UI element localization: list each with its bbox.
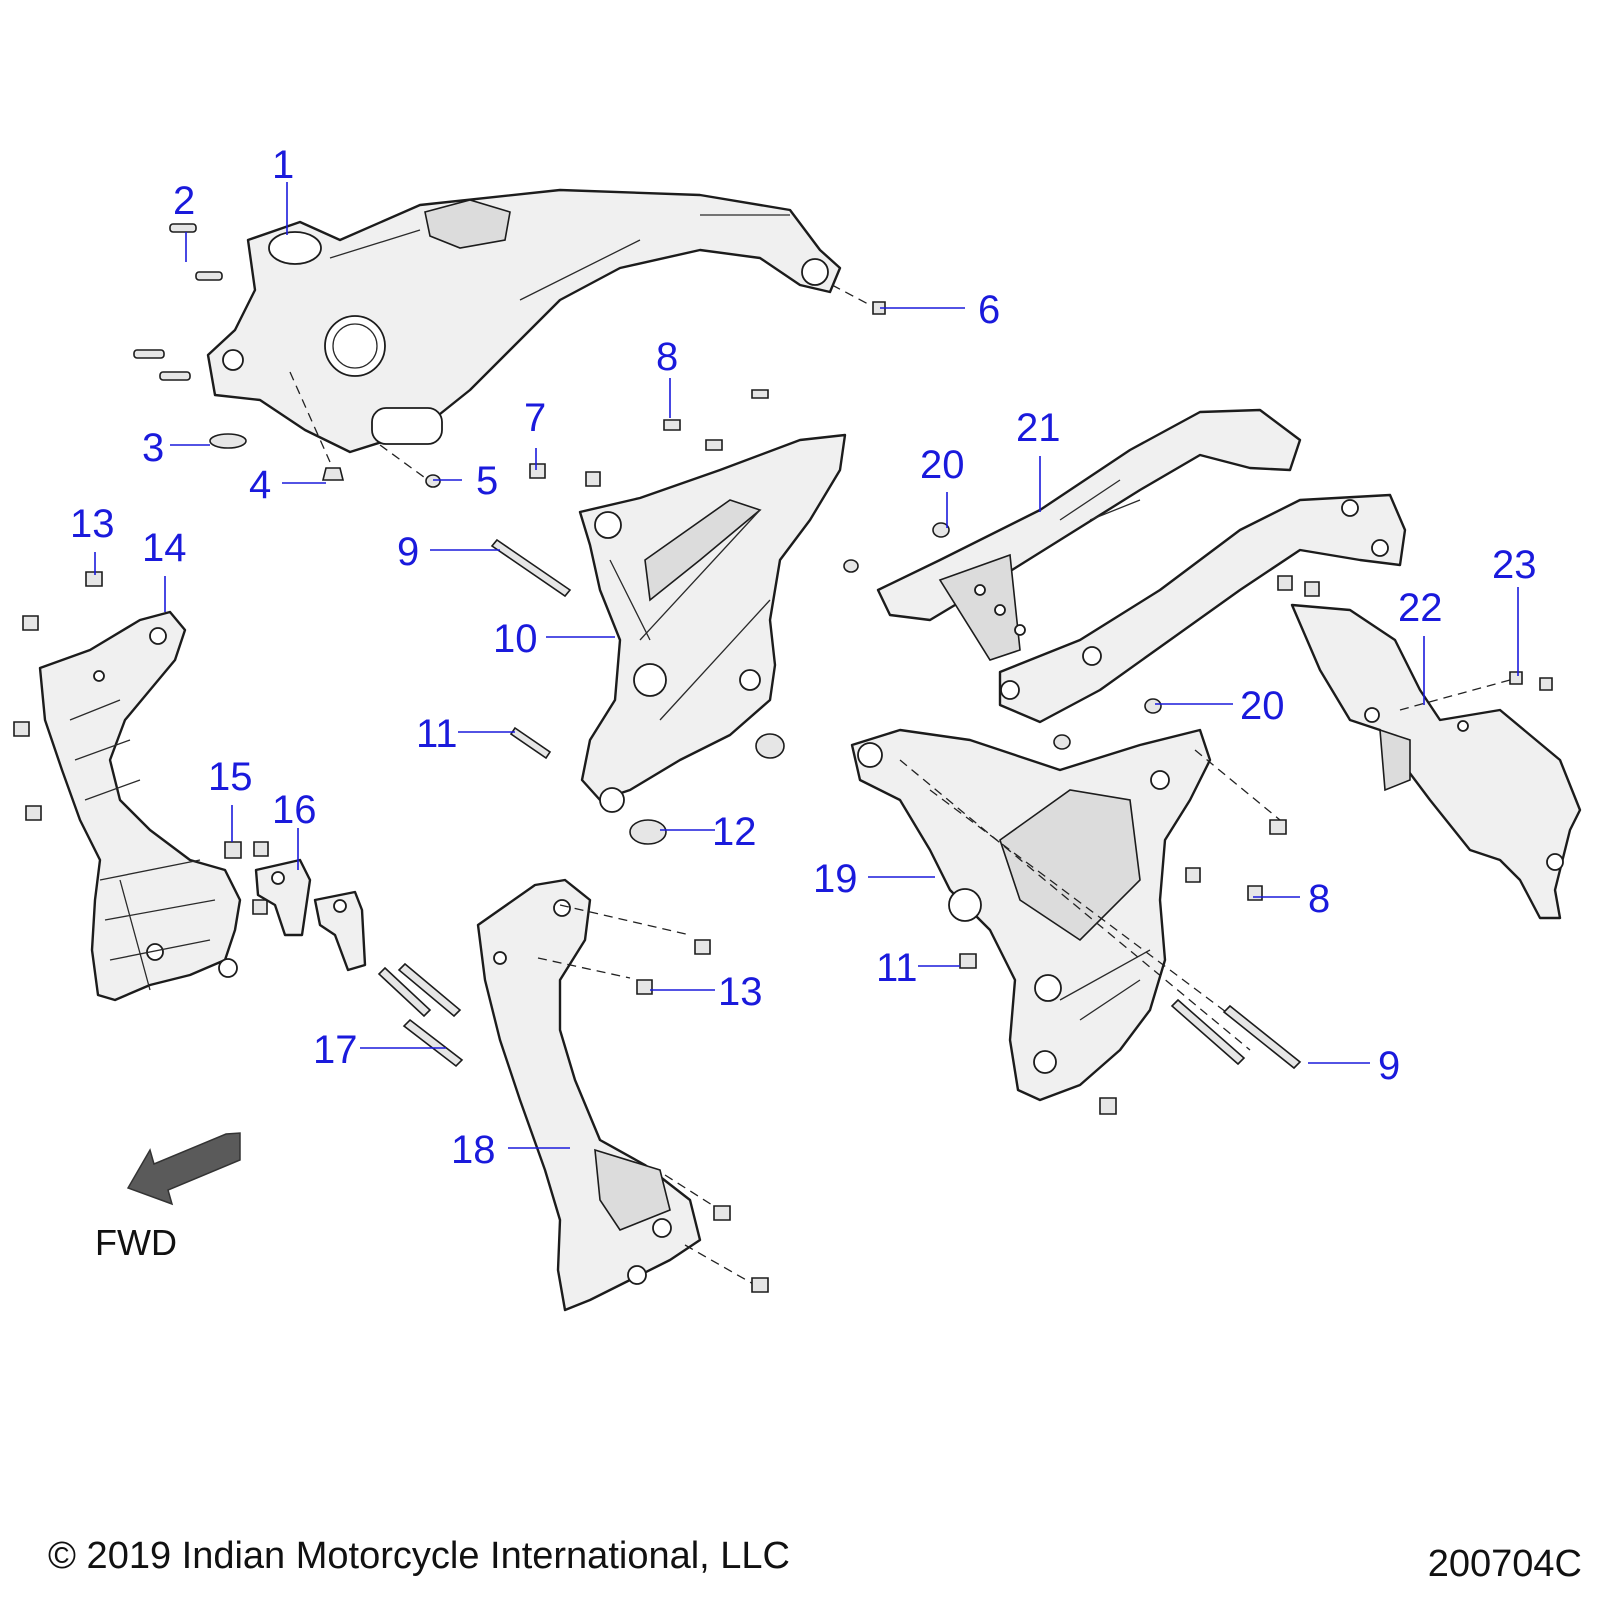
copyright-notice: © 2019 Indian Motorcycle International, …: [48, 1535, 790, 1577]
upper-right-frame-rail-part: [876, 408, 1302, 661]
center-frame-bracket-part: [578, 433, 847, 813]
forward-label: FWD: [95, 1222, 177, 1263]
callout-3: 3: [142, 426, 164, 470]
callout-5: 5: [476, 459, 498, 503]
callout-19: 19: [813, 857, 858, 901]
callout-7: 7: [524, 396, 546, 440]
callout-18: 18: [451, 1128, 496, 1172]
callout-21: 21: [1016, 406, 1061, 450]
callout-17: 17: [313, 1028, 358, 1072]
link-plate-parts: [254, 858, 367, 972]
callout-20-right: 20: [1240, 684, 1285, 728]
left-footpeg-bracket-part: [38, 610, 242, 1002]
lower-front-bracket-part: [476, 878, 769, 1312]
callout-9-right: 9: [1378, 1044, 1400, 1088]
callout-13-left: 13: [70, 502, 115, 546]
frame-pins: [133, 223, 886, 488]
callout-10: 10: [493, 617, 538, 661]
center-bracket-fasteners: [490, 389, 785, 845]
callout-14: 14: [142, 526, 187, 570]
callout-23: 23: [1492, 543, 1537, 587]
callout-15: 15: [208, 755, 253, 799]
callout-13-right: 13: [718, 970, 763, 1014]
forward-direction-arrow: FWD: [95, 1132, 241, 1263]
callout-11-left: 11: [416, 712, 458, 756]
main-frame-part: [206, 188, 842, 454]
callout-16: 16: [272, 788, 317, 832]
left-bracket-fasteners: [13, 571, 269, 915]
lower-right-frame-rail-part: [843, 493, 1407, 750]
callout-2: 2: [173, 179, 195, 223]
right-lower-bracket-fasteners: [959, 819, 1302, 1115]
long-bolt-parts: [377, 962, 464, 1068]
right-lower-bracket-part: [850, 728, 1291, 1102]
callout-12: 12: [712, 810, 757, 854]
callout-4: 4: [249, 463, 271, 507]
callout-9-left: 9: [397, 530, 419, 574]
callout-numbers: 1 2 3 4 5 6 7 8 8 9 9 10 11 11 12 13 13 …: [70, 143, 1537, 1172]
callout-20-top: 20: [920, 443, 965, 487]
leader-lines: [94, 182, 1519, 1149]
callout-1: 1: [272, 143, 294, 187]
callout-6: 6: [978, 288, 1000, 332]
callout-8-top: 8: [656, 335, 678, 379]
right-side-cover-part: [1277, 575, 1582, 920]
diagram-code: 200704C: [1428, 1543, 1582, 1585]
callout-8-right: 8: [1308, 877, 1330, 921]
callout-22: 22: [1398, 586, 1443, 630]
callout-11-right: 11: [876, 946, 918, 990]
